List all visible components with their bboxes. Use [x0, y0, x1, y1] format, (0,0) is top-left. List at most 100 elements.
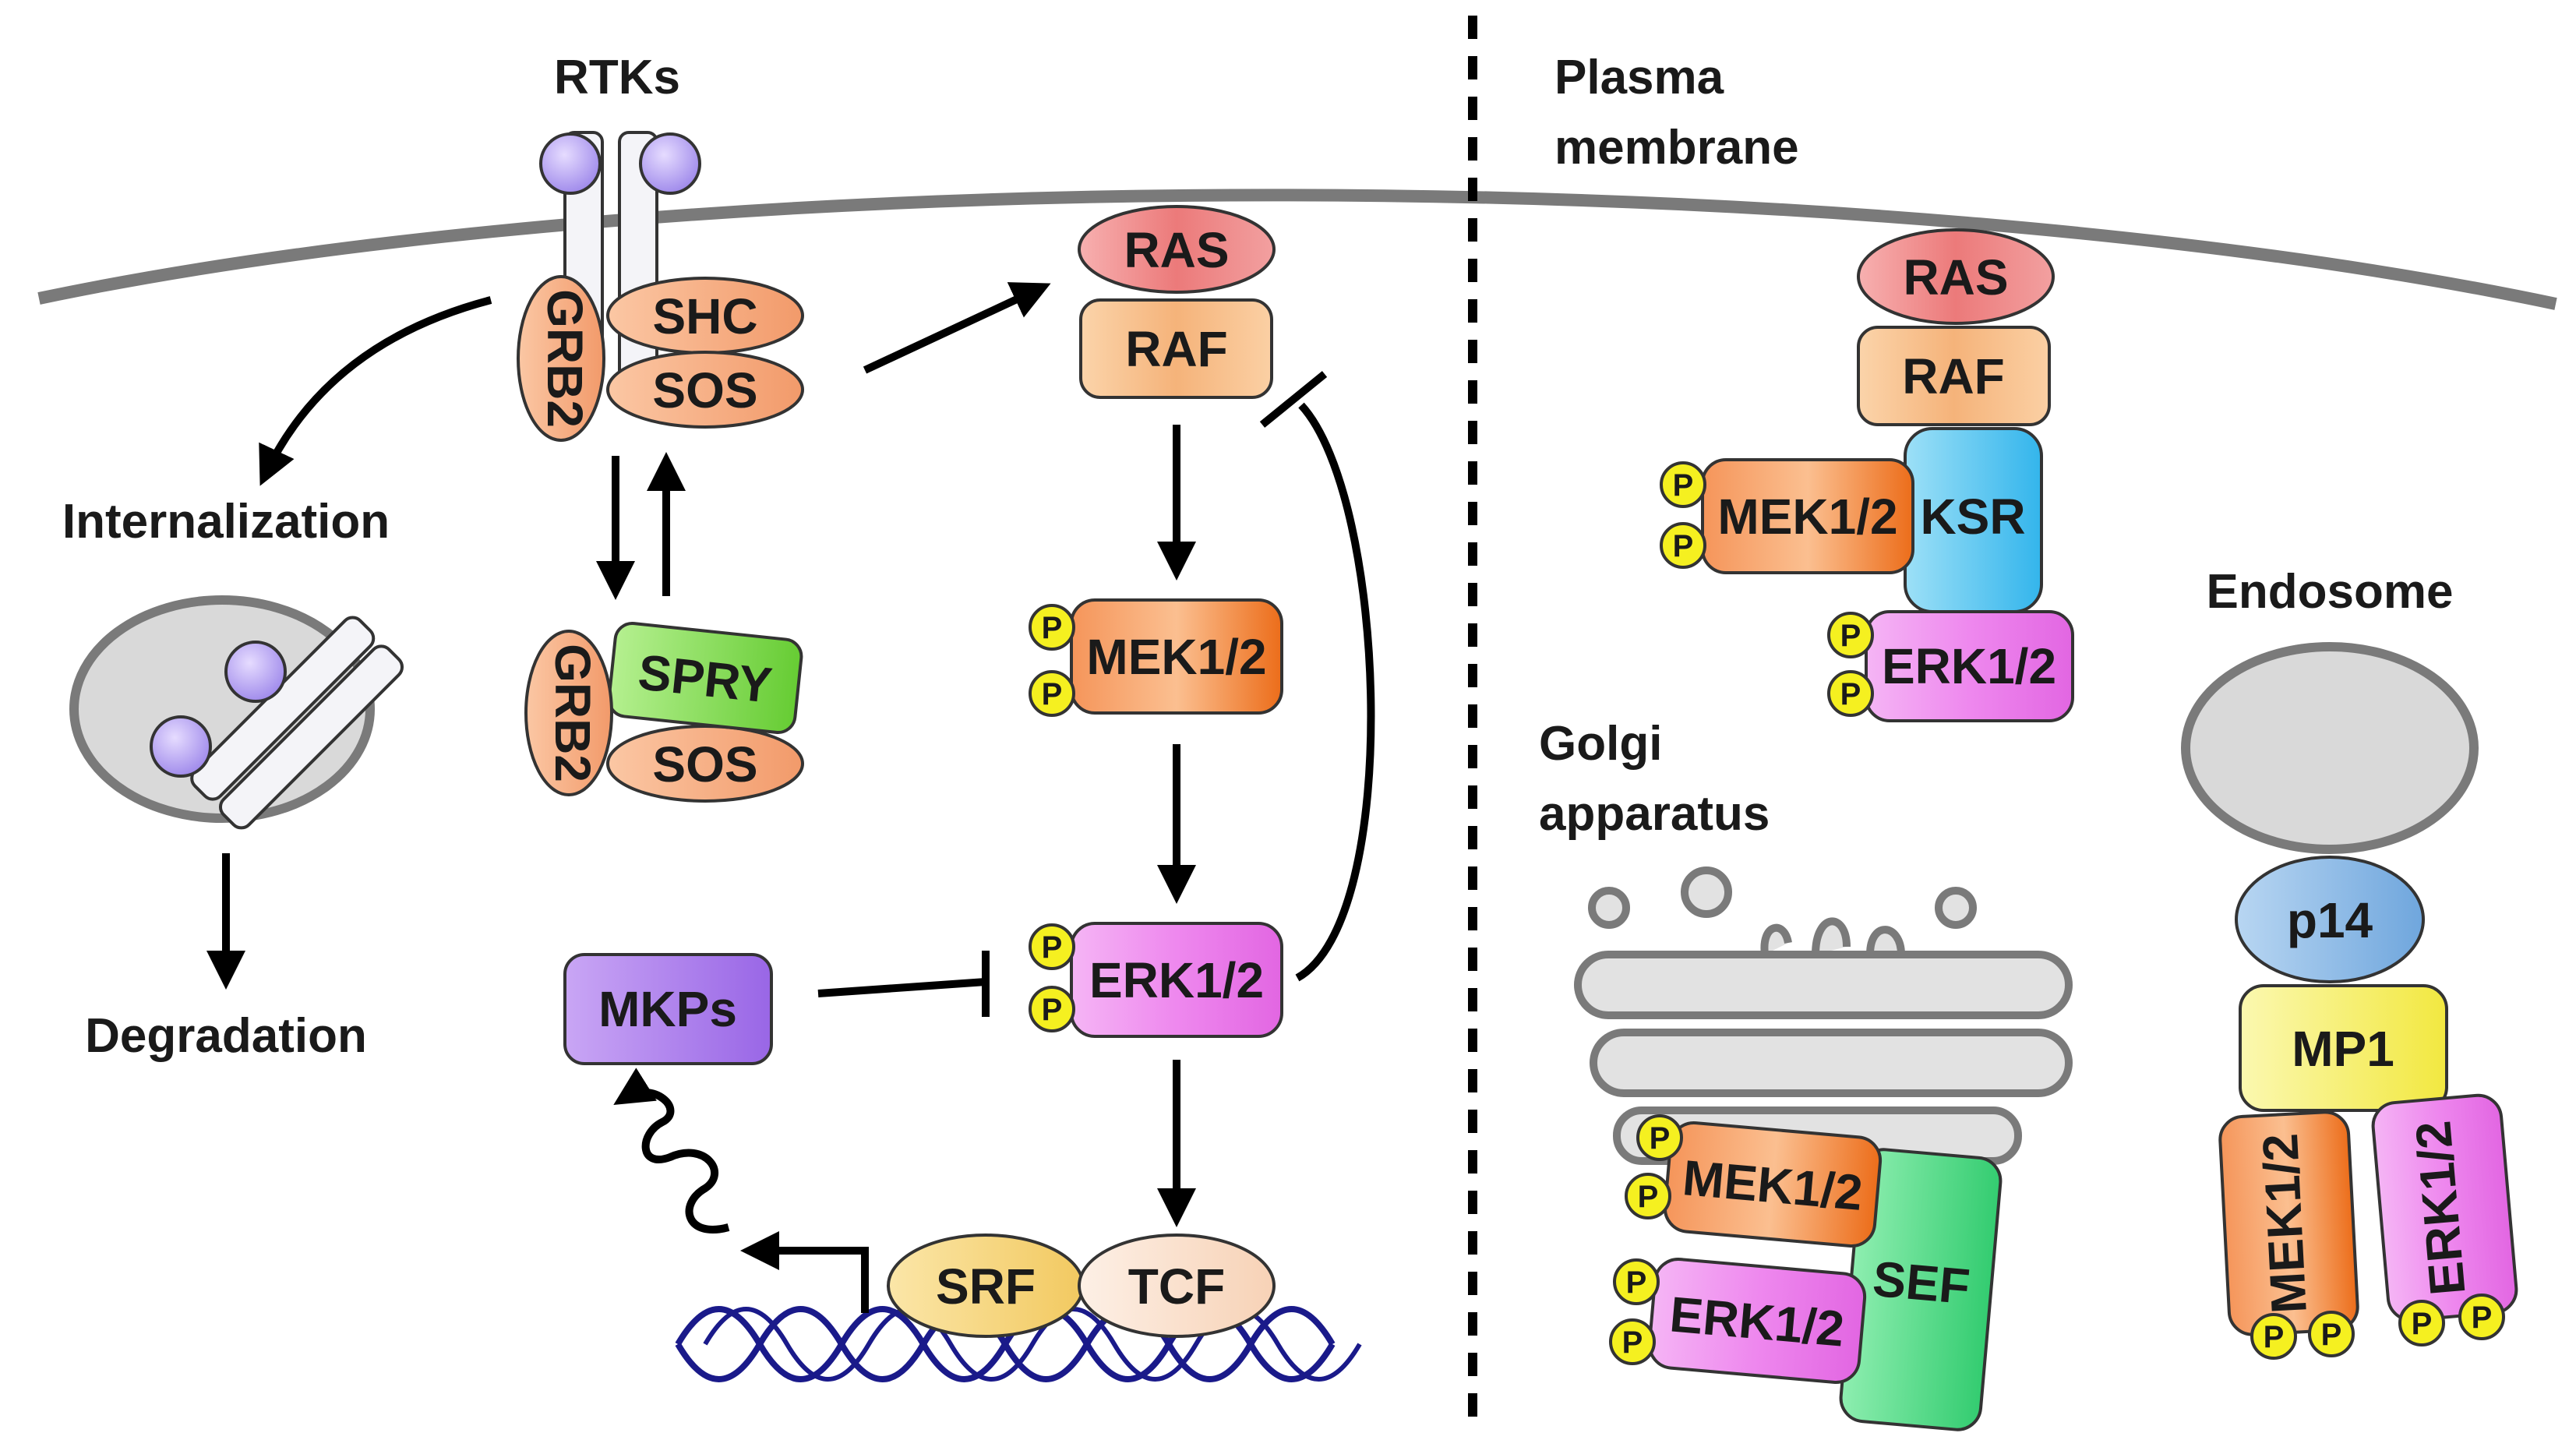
sef-label: SEF	[1871, 1251, 1972, 1315]
mek-node-membrane: MEK1/2	[1701, 458, 1914, 574]
plasma-membrane	[37, 189, 2557, 310]
mp1-label: MP1	[2292, 1021, 2394, 1077]
phospho-erk-endosome-2: P	[2458, 1294, 2505, 1340]
grb2-node-bottom: GRB2	[524, 630, 613, 796]
phospho-erk-golgi-2: P	[1609, 1318, 1656, 1365]
raf-label: RAF	[1125, 321, 1228, 377]
svg-text:P: P	[2321, 1318, 2342, 1352]
mek-node-cascade: MEK1/2	[1070, 598, 1283, 715]
ras-node-membrane: RAS	[1857, 228, 2055, 325]
transcription-start-arrow	[740, 1231, 869, 1313]
internalization-label: Internalization	[62, 495, 390, 549]
tcf-node: TCF	[1078, 1234, 1276, 1338]
mrna-squiggle	[613, 1068, 730, 1234]
mek-node-golgi: MEK1/2	[1663, 1121, 1883, 1248]
srf-node: SRF	[887, 1234, 1085, 1338]
svg-text:P: P	[1042, 677, 1063, 711]
phospho-erk-cascade-1: P	[1029, 923, 1075, 970]
tcf-label: TCF	[1128, 1258, 1225, 1315]
sos-node-top: SOS	[606, 351, 804, 429]
plasma-membrane-label-line1: Plasma	[1554, 51, 1724, 104]
spry-node: SPRY	[607, 621, 803, 735]
phospho-mek-endosome-2: P	[2308, 1311, 2355, 1357]
ligand-left	[539, 132, 602, 195]
raf-node: RAF	[1079, 298, 1273, 399]
srf-label: SRF	[936, 1258, 1036, 1315]
phospho-mek-membrane-2: P	[1660, 522, 1706, 569]
mek-label-cascade: MEK1/2	[1086, 629, 1266, 685]
svg-text:P: P	[1622, 1325, 1643, 1360]
ligand-vesicle-1	[224, 641, 287, 703]
phospho-mek-golgi-1: P	[1636, 1114, 1683, 1161]
phospho-mek-cascade-2: P	[1029, 670, 1075, 717]
svg-text:P: P	[1673, 529, 1694, 563]
sos-label-bottom: SOS	[652, 736, 757, 792]
svg-text:P: P	[1626, 1265, 1647, 1300]
erk-node-cascade: ERK1/2	[1070, 922, 1283, 1038]
golgi-label-line2: apparatus	[1539, 787, 1770, 841]
ras-node: RAS	[1078, 205, 1276, 294]
plasma-membrane-label-line2: membrane	[1554, 121, 1799, 175]
sef-node: SEF	[1839, 1148, 2003, 1431]
erk-raf-feedback	[1295, 402, 1375, 982]
sos-label-top: SOS	[652, 362, 757, 418]
phospho-erk-endosome-1: P	[2398, 1300, 2445, 1346]
svg-text:P: P	[2264, 1320, 2285, 1354]
phospho-erk-membrane-1: P	[1827, 612, 1874, 658]
internalized-vesicle	[69, 595, 404, 830]
grb2-node-top: GRB2	[517, 275, 605, 442]
spry-label: SPRY	[636, 644, 775, 714]
svg-text:P: P	[1650, 1121, 1671, 1156]
degradation-label: Degradation	[85, 1009, 367, 1063]
ras-label-membrane: RAS	[1903, 249, 2008, 305]
mek-label-membrane: MEK1/2	[1717, 489, 1897, 545]
erk-label-membrane: ERK1/2	[1882, 638, 2056, 694]
phospho-erk-cascade-2: P	[1029, 986, 1075, 1032]
erk-node-endosome: ERK1/2	[2371, 1093, 2518, 1322]
svg-text:P: P	[1840, 677, 1861, 711]
svg-text:P: P	[2412, 1307, 2433, 1341]
erk-raf-feedback-bar	[1259, 371, 1328, 428]
endosome-label: Endosome	[2207, 565, 2454, 619]
mkps-inhibit-erk	[817, 978, 986, 997]
ligand-vesicle-2	[150, 715, 212, 778]
erk-node-membrane: ERK1/2	[1865, 610, 2074, 722]
mkps-node: MKPs	[563, 953, 773, 1065]
svg-text:P: P	[1042, 611, 1063, 645]
internalization-arrow	[259, 296, 492, 486]
raf-node-membrane: RAF	[1857, 326, 2051, 426]
erk-label-cascade: ERK1/2	[1089, 952, 1264, 1008]
mp1-node: MP1	[2239, 984, 2448, 1112]
sos-node-bottom: SOS	[606, 725, 804, 803]
ksr-node: KSR	[1904, 427, 2043, 613]
shc-node: SHC	[606, 277, 804, 355]
phospho-mek-cascade-1: P	[1029, 604, 1075, 651]
phospho-erk-golgi-1: P	[1613, 1258, 1660, 1305]
ras-label: RAS	[1124, 222, 1229, 278]
mek-label-endosome: MEK1/2	[2252, 1132, 2317, 1315]
p14-label: p14	[2287, 892, 2373, 948]
shc-label: SHC	[652, 288, 757, 344]
erk-node-golgi: ERK1/2	[1647, 1258, 1867, 1384]
phospho-mek-membrane-1: P	[1660, 461, 1706, 508]
raf-label-membrane: RAF	[1902, 348, 2005, 404]
svg-text:P: P	[1840, 619, 1861, 653]
rtks-label: RTKs	[554, 51, 680, 104]
mek-node-endosome: MEK1/2	[2218, 1110, 2359, 1336]
grb2-label-bottom: GRB2	[545, 644, 601, 782]
phospho-mek-golgi-2: P	[1625, 1173, 1671, 1219]
ligand-right	[639, 132, 701, 195]
svg-text:P: P	[1042, 930, 1063, 965]
grb2-label-top: GRB2	[537, 289, 593, 428]
svg-text:P: P	[1673, 468, 1694, 503]
golgi-label-line1: Golgi	[1539, 717, 1662, 771]
mkps-label: MKPs	[598, 981, 737, 1037]
phospho-erk-membrane-2: P	[1827, 670, 1874, 717]
phospho-mek-endosome-1: P	[2250, 1313, 2297, 1360]
sos-to-ras-arrow	[863, 282, 1051, 374]
svg-text:P: P	[1638, 1180, 1659, 1214]
endosome	[2181, 642, 2479, 854]
svg-text:P: P	[2472, 1301, 2493, 1335]
ksr-label: KSR	[1920, 489, 2025, 545]
